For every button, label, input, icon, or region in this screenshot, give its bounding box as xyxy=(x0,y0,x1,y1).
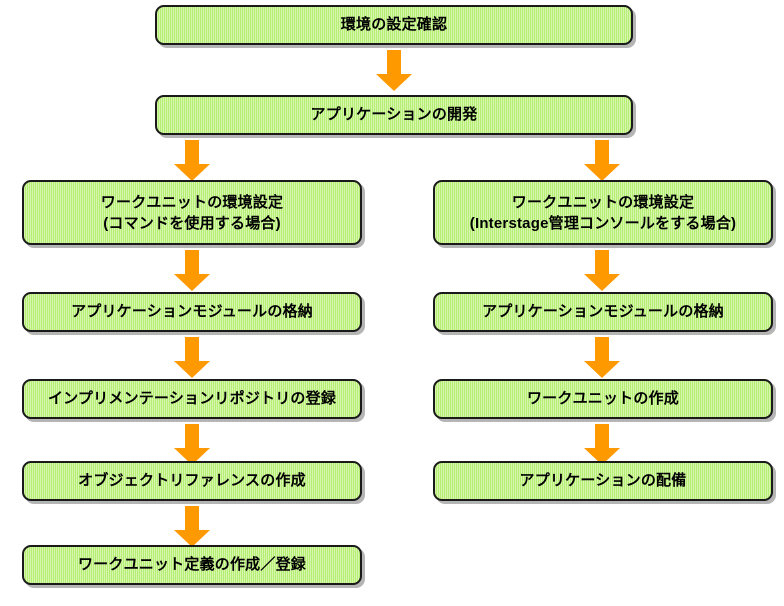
node-label: ワークユニットの環境設定 (Interstage管理コンソールをする場合) xyxy=(469,193,737,232)
arrow-head xyxy=(376,74,412,91)
node-left-create-objref[interactable]: オブジェクトリファレンスの作成 xyxy=(22,461,362,501)
node-label: ワークユニット定義の作成／登録 xyxy=(77,556,306,573)
arrow-shaft xyxy=(595,424,609,448)
arrow-branch-right xyxy=(584,140,620,181)
arrow-left-4 xyxy=(174,506,210,547)
arrow-head xyxy=(584,274,620,291)
arrow-shaft xyxy=(185,140,199,164)
arrow-shaft xyxy=(595,337,609,361)
arrow-left-1 xyxy=(174,250,210,291)
arrow-right-3 xyxy=(584,424,620,465)
arrow-head xyxy=(174,448,210,465)
arrow-branch-left xyxy=(174,140,210,181)
arrow-check-to-develop xyxy=(376,50,412,91)
node-label: アプリケーションの配備 xyxy=(519,472,687,489)
node-label: ワークユニットの環境設定 (コマンドを使用する場合) xyxy=(100,193,284,232)
arrow-head xyxy=(174,530,210,547)
arrow-shaft xyxy=(595,140,609,164)
arrow-left-2 xyxy=(174,337,210,378)
arrow-head xyxy=(584,448,620,465)
node-right-deploy-application[interactable]: アプリケーションの配備 xyxy=(433,461,773,501)
arrow-head xyxy=(174,164,210,181)
node-right-create-workunit[interactable]: ワークユニットの作成 xyxy=(433,379,773,419)
node-label: アプリケーションモジュールの格納 xyxy=(71,303,313,320)
node-label: 環境の設定確認 xyxy=(340,16,448,33)
node-left-workunit-env[interactable]: ワークユニットの環境設定 (コマンドを使用する場合) xyxy=(22,180,362,245)
arrow-shaft xyxy=(185,250,199,274)
node-left-create-wudef[interactable]: ワークユニット定義の作成／登録 xyxy=(22,545,362,585)
node-label: ワークユニットの作成 xyxy=(526,390,679,407)
arrow-shaft xyxy=(185,506,199,530)
node-check-environment[interactable]: 環境の設定確認 xyxy=(155,5,633,45)
node-right-workunit-env[interactable]: ワークユニットの環境設定 (Interstage管理コンソールをする場合) xyxy=(433,180,773,245)
arrow-head xyxy=(174,274,210,291)
arrow-head xyxy=(584,361,620,378)
node-label: オブジェクトリファレンスの作成 xyxy=(78,472,306,489)
arrow-left-3 xyxy=(174,424,210,465)
node-left-store-module[interactable]: アプリケーションモジュールの格納 xyxy=(22,292,362,332)
node-label: インプリメンテーションリポジトリの登録 xyxy=(47,390,337,407)
arrow-right-1 xyxy=(584,250,620,291)
node-label: アプリケーションの開発 xyxy=(310,106,478,123)
node-left-register-repository[interactable]: インプリメンテーションリポジトリの登録 xyxy=(22,379,362,419)
arrow-shaft xyxy=(185,337,199,361)
arrow-head xyxy=(584,164,620,181)
node-right-store-module[interactable]: アプリケーションモジュールの格納 xyxy=(433,292,773,332)
arrow-right-2 xyxy=(584,337,620,378)
node-develop-application[interactable]: アプリケーションの開発 xyxy=(155,95,633,135)
arrow-head xyxy=(174,361,210,378)
node-label: アプリケーションモジュールの格納 xyxy=(482,303,724,320)
arrow-shaft xyxy=(387,50,401,74)
arrow-shaft xyxy=(185,424,199,448)
arrow-shaft xyxy=(595,250,609,274)
